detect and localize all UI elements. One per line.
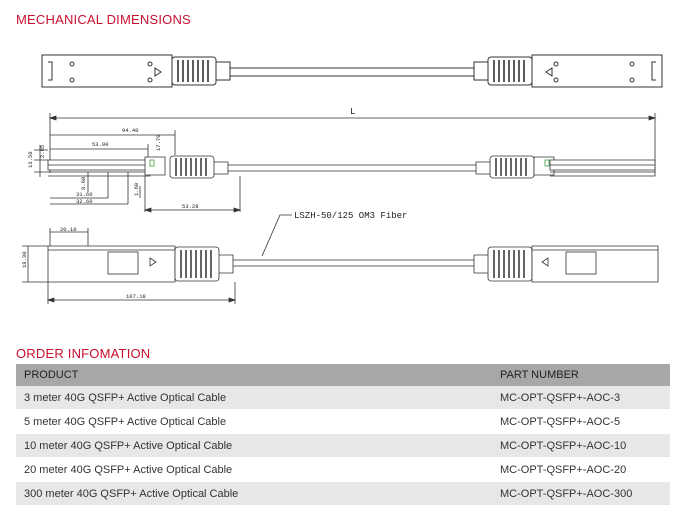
table-header-row: PRODUCT PART NUMBER	[16, 364, 670, 386]
dim-53-28: 53.28	[182, 203, 199, 210]
dim-53-90: 53.90	[92, 141, 109, 148]
col-product: PRODUCT	[16, 364, 492, 386]
table-row: 3 meter 40G QSFP+ Active Optical Cable M…	[16, 386, 670, 410]
dim-20-10: 20.10	[60, 226, 77, 233]
product-cell: 5 meter 40G QSFP+ Active Optical Cable	[16, 409, 492, 434]
dim-32-60: 32.60	[76, 198, 93, 205]
part-number-cell: MC-OPT-QSFP+-AOC-300	[492, 481, 670, 506]
dim-8-60: 8.60	[80, 177, 87, 190]
product-cell: 20 meter 40G QSFP+ Active Optical Cable	[16, 457, 492, 482]
dim-2-65: 2.65	[39, 145, 46, 158]
dim-17-70: 17.70	[155, 134, 162, 151]
table-row: 300 meter 40G QSFP+ Active Optical Cable…	[16, 481, 670, 506]
part-number-cell: MC-OPT-QSFP+-AOC-3	[492, 386, 670, 410]
order-title: ORDER INFOMATION	[16, 346, 151, 361]
dim-107-18: 107.18	[126, 293, 146, 300]
product-cell: 10 meter 40G QSFP+ Active Optical Cable	[16, 433, 492, 458]
part-number-cell: MC-OPT-QSFP+-AOC-20	[492, 457, 670, 482]
dim-1-60: 1.60	[133, 183, 140, 196]
fiber-label: LSZH-50/125 OM3 Fiber	[294, 211, 407, 221]
mechanical-drawing: L 94.40 53.90 17.70 13.50 2.65 8.60 31.6…	[21, 54, 663, 304]
side-view	[34, 113, 657, 213]
product-cell: 3 meter 40G QSFP+ Active Optical Cable	[16, 386, 492, 410]
product-cell: 300 meter 40G QSFP+ Active Optical Cable	[16, 481, 492, 506]
dim-13-50: 13.50	[27, 151, 34, 168]
dim-31-60: 31.60	[76, 191, 93, 198]
dim-94-40: 94.40	[122, 127, 139, 134]
length-label: L	[350, 107, 355, 117]
top-view	[41, 54, 663, 88]
table-row: 5 meter 40G QSFP+ Active Optical Cable M…	[16, 409, 670, 434]
table-row: 20 meter 40G QSFP+ Active Optical Cable …	[16, 457, 670, 482]
part-number-cell: MC-OPT-QSFP+-AOC-5	[492, 409, 670, 434]
part-number-cell: MC-OPT-QSFP+-AOC-10	[492, 433, 670, 458]
table-row: 10 meter 40G QSFP+ Active Optical Cable …	[16, 433, 670, 458]
order-table: PRODUCT PART NUMBER 3 meter 40G QSFP+ Ac…	[16, 364, 670, 506]
mechanical-title: MECHANICAL DIMENSIONS	[16, 12, 191, 27]
bottom-view	[22, 214, 659, 304]
dim-18-30: 18.30	[21, 251, 28, 268]
col-part-number: PART NUMBER	[492, 364, 670, 386]
